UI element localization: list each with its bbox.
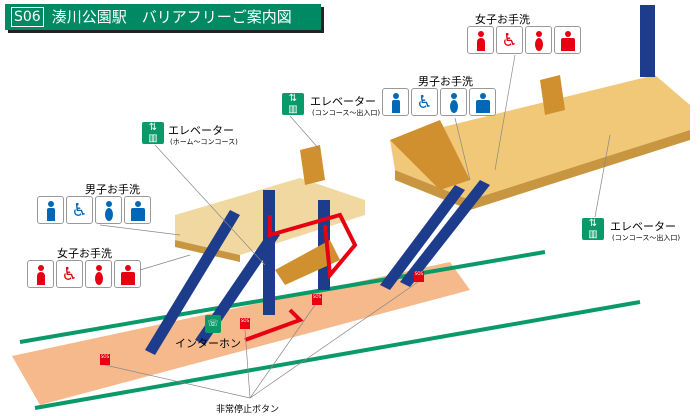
- baby-icon: [95, 196, 122, 224]
- concourse-right: [390, 75, 690, 200]
- toilet-label: 女子お手洗: [57, 247, 112, 260]
- elevator-label: エレベーター: [310, 95, 376, 108]
- toilet-icons-men: ♿: [37, 196, 151, 224]
- ostomate-icon: [114, 260, 141, 288]
- wheelchair-icon: ♿: [56, 260, 83, 288]
- escalator: [400, 180, 490, 287]
- intercom-icon: ☏: [205, 315, 221, 333]
- leader-lines: [99, 54, 611, 399]
- intercom-label: インターホン: [175, 337, 241, 350]
- sos-button-icon: SOS: [414, 271, 424, 282]
- toilet-icons-women: ♿: [467, 26, 581, 54]
- escalator: [145, 210, 240, 355]
- emergency-label: 非常停止ボタン: [216, 405, 280, 415]
- stairs: [275, 240, 340, 285]
- stairs: [300, 145, 325, 185]
- elevator-icon: ⇅▥: [142, 122, 164, 144]
- sos-button-icon: SOS: [100, 354, 110, 365]
- sos-button-icon: SOS: [312, 294, 322, 305]
- stairs: [390, 120, 470, 190]
- ostomate-icon: [124, 196, 151, 224]
- wheelchair-icon: ♿: [496, 26, 523, 54]
- baby-icon: [85, 260, 112, 288]
- accessible-route: [244, 308, 304, 342]
- baby-icon: [525, 26, 552, 54]
- man-icon: [37, 196, 64, 224]
- baby-icon: [440, 88, 467, 116]
- toilet-label: 男子お手洗: [85, 183, 140, 196]
- wheelchair-icon: ♿: [411, 88, 438, 116]
- man-icon: [382, 88, 409, 116]
- elevator-label: エレベーター: [168, 124, 234, 137]
- toilet-icons-men: ♿: [382, 88, 496, 116]
- woman-icon: [27, 260, 54, 288]
- elevator-shaft-right: [640, 5, 655, 77]
- elevator-sub: (ホーム～コンコース): [170, 138, 238, 146]
- toilet-label: 男子お手洗: [418, 75, 473, 88]
- elevator-shaft: [263, 190, 275, 315]
- stairs: [540, 75, 565, 115]
- toilet-label: 女子お手洗: [475, 13, 530, 26]
- station-code: S06: [11, 7, 44, 27]
- track-arrow-bottom: [34, 300, 641, 410]
- elevator-sub: (コンコース～出入口): [312, 109, 381, 117]
- track-arrow-top: [19, 250, 546, 344]
- ostomate-icon: [469, 88, 496, 116]
- woman-icon: [467, 26, 494, 54]
- sos-button-icon: SOS: [240, 318, 250, 329]
- platform: [12, 262, 470, 405]
- wheelchair-icon: ♿: [66, 196, 93, 224]
- elevator-sub: (コンコース～出入口): [612, 234, 681, 242]
- page-title: S06 湊川公園駅 バリアフリーご案内図: [5, 4, 321, 30]
- elevator-label: エレベーター: [610, 220, 676, 233]
- ostomate-icon: [554, 26, 581, 54]
- accessible-route: [268, 212, 358, 280]
- title-text: 湊川公園駅 バリアフリーご案内図: [51, 8, 292, 26]
- elevator-icon: ⇅▥: [582, 218, 604, 240]
- toilet-icons-women: ♿: [27, 260, 141, 288]
- elevator-icon: ⇅▥: [282, 93, 304, 115]
- escalator: [380, 185, 465, 290]
